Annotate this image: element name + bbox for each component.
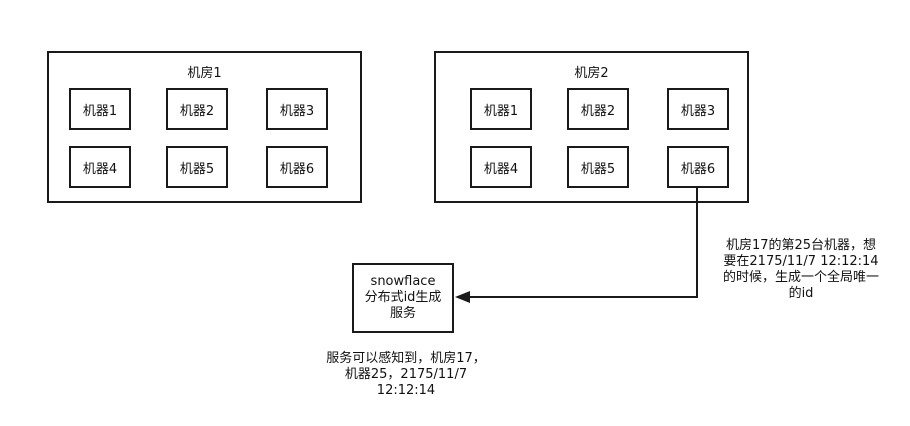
- right-annotation: 机房17的第25台机器，想 要在2175/11/7 12:12:14 的时候，生…: [716, 238, 886, 302]
- machine-box: 机器5: [567, 146, 629, 188]
- machine-box: 机器6: [667, 146, 729, 188]
- machine-box: 机器2: [567, 88, 629, 130]
- machine-box: 机器4: [470, 146, 532, 188]
- machine-box: 机器4: [69, 146, 131, 188]
- machine-box: 机器3: [667, 88, 729, 130]
- room-2: 机房2 机器1 机器2 机器3 机器4 机器5 机器6: [434, 51, 749, 203]
- machine-box: 机器1: [69, 88, 131, 130]
- bottom-annotation: 服务可以感知到，机房17， 机器25，2175/11/7 12:12:14: [316, 351, 496, 399]
- machine-box: 机器3: [266, 88, 328, 130]
- service-label-line: 服务: [389, 306, 416, 321]
- machine-box: 机器1: [470, 88, 532, 130]
- annotation-line: 服务可以感知到，机房17，: [326, 351, 486, 366]
- room-1: 机房1 机器1 机器2 机器3 机器4 机器5 机器6: [47, 51, 362, 203]
- room-title: 机房2: [574, 66, 609, 81]
- snowflake-service-box: snowflace 分布式id生成 服务: [352, 263, 454, 333]
- annotation-line: 机器25，2175/11/7: [344, 367, 468, 382]
- annotation-line: 12:12:14: [376, 383, 436, 398]
- machine-box: 机器5: [166, 146, 228, 188]
- arrowhead: [455, 291, 470, 303]
- service-label-line: snowflace: [370, 274, 436, 289]
- annotation-line: 的id: [788, 286, 814, 301]
- machine-box: 机器2: [166, 88, 228, 130]
- annotation-line: 机房17的第25台机器，想: [725, 238, 877, 253]
- connector-line: [468, 188, 698, 298]
- annotation-line: 要在2175/11/7 12:12:14: [723, 254, 879, 269]
- room-title: 机房1: [187, 66, 222, 81]
- service-label-line: 分布式id生成: [364, 290, 442, 305]
- annotation-line: 的时候，生成一个全局唯一: [722, 270, 879, 285]
- machine-box: 机器6: [266, 146, 328, 188]
